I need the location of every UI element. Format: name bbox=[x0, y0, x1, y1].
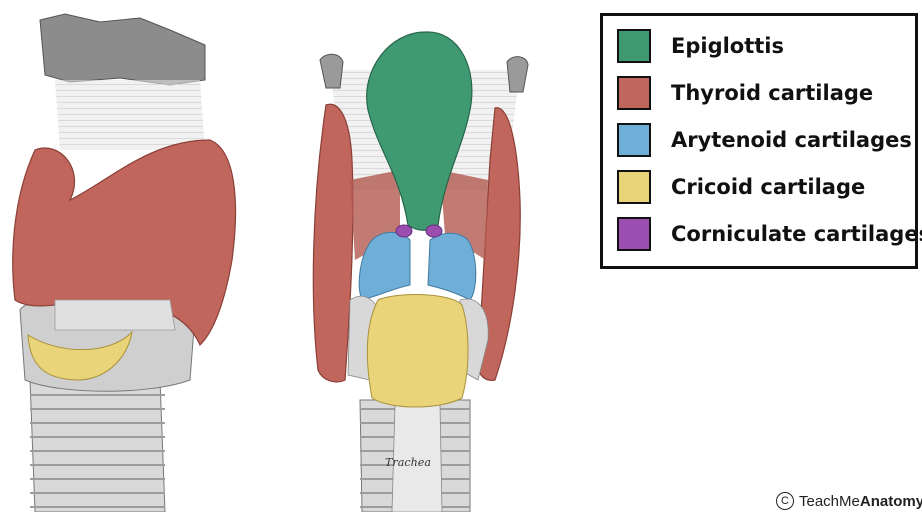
posterior-view: Trachea bbox=[313, 32, 528, 512]
copyright-icon: C bbox=[776, 492, 794, 510]
watermark-brand-regular: TeachMe bbox=[799, 493, 860, 510]
corniculate-cartilage-right bbox=[426, 225, 442, 237]
legend-swatch bbox=[617, 123, 651, 157]
legend-item-epiglottis: Epiglottis bbox=[617, 26, 784, 66]
legend-swatch bbox=[617, 29, 651, 63]
legend-label: Thyroid cartilage bbox=[671, 81, 873, 105]
thyroid-cartilage-left-lamina bbox=[313, 104, 353, 382]
legend-item-corniculate: Corniculate cartilages bbox=[617, 214, 922, 254]
legend-item-cricoid: Cricoid cartilage bbox=[617, 167, 865, 207]
cricoid-cartilage-posterior bbox=[367, 295, 468, 407]
corniculate-cartilage-left bbox=[396, 225, 412, 237]
legend-label: Cricoid cartilage bbox=[671, 175, 865, 199]
legend-box: Epiglottis Thyroid cartilage Arytenoid c… bbox=[600, 13, 918, 269]
watermark-brand-bold: Anatomy bbox=[860, 493, 922, 510]
legend-item-thyroid: Thyroid cartilage bbox=[617, 73, 873, 113]
legend-swatch bbox=[617, 76, 651, 110]
legend-swatch bbox=[617, 217, 651, 251]
legend-label: Epiglottis bbox=[671, 34, 784, 58]
trachea-label: Trachea bbox=[385, 456, 431, 469]
arytenoid-cartilage-right bbox=[428, 233, 476, 300]
hyoid-bone bbox=[40, 14, 205, 85]
legend-label: Corniculate cartilages bbox=[671, 222, 922, 246]
anterior-view bbox=[13, 14, 236, 512]
legend-swatch bbox=[617, 170, 651, 204]
legend-label: Arytenoid cartilages bbox=[671, 128, 912, 152]
legend-item-arytenoid: Arytenoid cartilages bbox=[617, 120, 912, 160]
